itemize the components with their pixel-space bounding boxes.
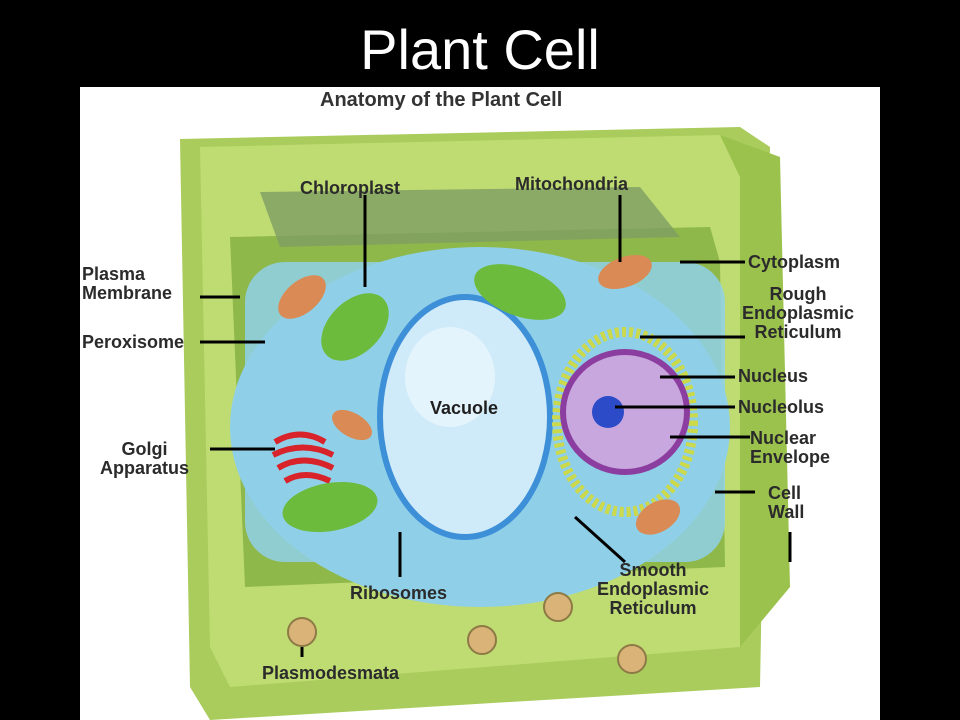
- slide-title: Plant Cell: [360, 18, 600, 81]
- leader-lines: [200, 195, 792, 657]
- nucleus-shape: [560, 349, 690, 475]
- label-mitochondria: Mitochondria: [515, 174, 628, 194]
- mitochondria-shapes: [278, 254, 681, 535]
- chloroplast-shapes: [282, 264, 566, 533]
- label-nucleolus: Nucleolus: [738, 397, 825, 417]
- plant-cell-figure: Anatomy of the Plant Cell Chloroplast Mi…: [80, 87, 880, 720]
- label-rough-er: Rough Endoplasmic Reticulum: [742, 284, 855, 342]
- label-nuclear-envelope: Nuclear Envelope: [750, 428, 831, 467]
- label-plasmodesmata: Plasmodesmata: [262, 663, 400, 683]
- nucleolus-shape: [592, 396, 624, 428]
- label-peroxisome: Peroxisome: [82, 332, 185, 352]
- plasmodesmata-shapes: [287, 592, 647, 674]
- label-chloroplast: Chloroplast: [300, 178, 401, 198]
- label-ribosomes: Ribosomes: [350, 583, 448, 603]
- label-nucleus: Nucleus: [738, 366, 809, 386]
- label-cell-wall: Cell Wall: [768, 483, 805, 522]
- plant-cell-illustration: [180, 127, 792, 720]
- label-plasma-membrane: Plasma Membrane: [82, 264, 173, 303]
- figure-heading: Anatomy of the Plant Cell: [320, 89, 563, 111]
- rough-er-shape: [552, 327, 698, 517]
- label-cytoplasm: Cytoplasm: [748, 252, 841, 272]
- label-smooth-er: Smooth Endoplasmic Reticulum: [597, 560, 710, 618]
- golgi-shape: [271, 431, 335, 484]
- label-golgi-apparatus: Golgi Apparatus: [100, 439, 190, 478]
- label-vacuole: Vacuole: [430, 398, 499, 418]
